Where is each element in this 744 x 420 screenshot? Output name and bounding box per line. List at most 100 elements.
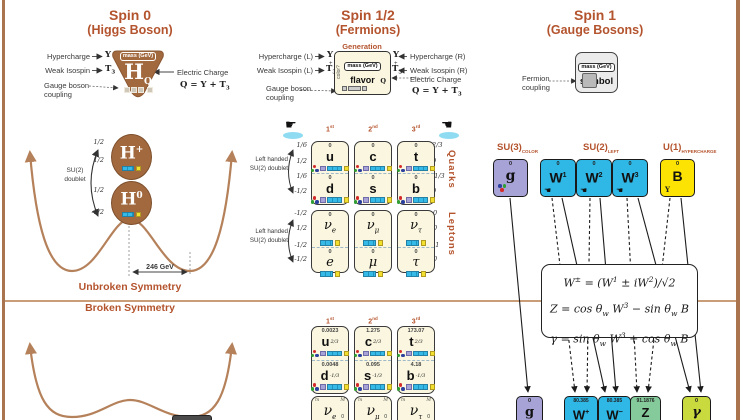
coupling-icons (396, 196, 436, 204)
hypercharge-coupling-icon (135, 165, 141, 171)
weak-coupling-icon (320, 240, 333, 246)
particle-symbol: νe (323, 218, 337, 235)
gluon-coupling-icon (363, 197, 369, 203)
particle-cell-nu-e: m M νe 0 (312, 397, 348, 420)
lepton-frac: -1/2 (294, 241, 307, 249)
gauge-coupling-label: Gauge boson (44, 81, 90, 90)
gluon-coupling-icon (363, 384, 369, 390)
boson-mass: 0 (556, 161, 560, 167)
isospin-frac: 1/2 (93, 156, 104, 164)
left-hand-icon: ☚ (616, 186, 624, 195)
gluon-coupling-icon (406, 197, 412, 203)
particle-mass: 0 (328, 212, 332, 218)
weak-coupling-icon (370, 384, 386, 390)
particle-symbol: t (413, 149, 419, 164)
quark-frac: -1/2 (294, 187, 307, 195)
weak-coupling-icon (370, 197, 386, 203)
lepton-frac: 0 (433, 224, 438, 232)
hypercharge-coupling-icon (135, 211, 141, 217)
coupling-icons (320, 240, 340, 247)
boson-symbol: W2 (585, 169, 603, 186)
su2-left-label: SU(2)LEFT (583, 142, 620, 154)
left-hand-icon: ☚ (544, 186, 552, 195)
particle-symbol: H+ (119, 143, 144, 164)
hypercharge-coupling-icon (343, 350, 350, 357)
hypercharge-r-label: Hypercharge (R) (410, 52, 466, 61)
particle-mass: 0.0023 (321, 328, 339, 334)
particle-mass: 0 (328, 174, 332, 181)
boson-symbol: B (672, 168, 683, 184)
higgs-symbol: HQ (124, 59, 152, 88)
particle-symbol: νμ (366, 218, 380, 235)
mass-label: mass (GeV) (344, 62, 381, 71)
particle-cell-s: 0.095 s-1/3 (353, 359, 393, 394)
left-handed-doublet-label: Left handed (255, 156, 288, 163)
right-hand-icon: ☚ (439, 118, 461, 139)
lepton-frac: 0 (433, 209, 438, 217)
left-hand-icon: ☛ (283, 118, 305, 139)
particle-mass: 173.07 (407, 328, 425, 334)
hypercharge-coupling-icon (429, 350, 436, 357)
title-line: Spin 0 (108, 7, 151, 23)
isospin-frac: 1/2 (93, 138, 104, 146)
hypercharge-coupling-icon (386, 165, 393, 172)
generation-2-header: 2nd (368, 124, 378, 134)
particle-mass: 0 (414, 212, 418, 218)
color-charge-icon (353, 196, 362, 204)
weak-coupling-icon (327, 350, 343, 357)
neutrino-cell-broken: m M νe 0 (311, 396, 349, 420)
boson-mass: 0 (508, 161, 513, 167)
lepton-doublet-gen2: 0 νμ 0 μ (354, 210, 392, 277)
particle-mass: 0 (328, 143, 332, 149)
mass-label: mass (GeV) (110, 52, 166, 61)
quark-doublet-gen2: 0 c 0 s (353, 141, 393, 205)
hypercharge-coupling-icon (334, 240, 340, 246)
su2-doublet-label: SU(2) (66, 167, 84, 174)
generation-3-header: 3rd (411, 316, 421, 326)
z-mixing-equation: Z = cos θw W3 − sin θw B (549, 300, 689, 318)
coupling-icons (112, 211, 151, 218)
boson-symbol: W3 (621, 169, 639, 186)
coupling-icons (353, 196, 393, 204)
hypercharge-coupling-icon (420, 240, 426, 246)
gluon-box: 0 g (493, 159, 528, 197)
gluon-physical-box: 0 g (516, 396, 543, 420)
lepton-frac: -1/2 (294, 209, 307, 217)
color-charge-icon (353, 383, 362, 391)
color-charge-icon (396, 349, 405, 358)
quark-frac: -1/3 (432, 172, 445, 180)
color-charge-icon (498, 184, 507, 192)
generation-2-header: 2nd (368, 316, 378, 326)
particle-symbol: d (320, 367, 329, 383)
weak-coupling-icon (413, 165, 429, 172)
particle-symbol: u (321, 334, 330, 349)
coupling-icons (112, 165, 151, 172)
color-charge-icon (396, 164, 405, 173)
coupling-icons (310, 164, 350, 172)
particle-mass: 0 (414, 143, 418, 149)
boson-mass: 80.385 (573, 398, 589, 404)
particle-cell-tau: 0 τ (398, 246, 434, 278)
particle-cell-b: 0 b (396, 172, 436, 205)
weak-coupling-icon (413, 197, 429, 203)
gauge-coupling-icon (123, 87, 153, 93)
gluon-coupling-icon (406, 350, 412, 357)
su2-doublet-label: doublet (64, 176, 86, 183)
left-hand-icon: ☚ (580, 186, 588, 195)
unbroken-symmetry-label: Unbroken Symmetry (78, 281, 182, 293)
boson-mass: 0 (675, 161, 680, 167)
gluon-coupling-icon (363, 350, 369, 357)
section-title-spin0: Spin 0 (Higgs Boson) (50, 7, 210, 38)
w-minus-box: 80.385 W− (598, 396, 631, 420)
hypercharge-coupling-icon (429, 165, 436, 172)
weak-coupling-icon (327, 384, 343, 390)
particle-symbol: t (409, 334, 414, 349)
dirac-mass-label: m (401, 398, 406, 403)
particle-mass: 0 (371, 143, 375, 149)
coupling-icons (396, 349, 436, 358)
particle-cell-t: 0 t (396, 142, 436, 173)
hypercharge-coupling-icon (429, 197, 436, 203)
